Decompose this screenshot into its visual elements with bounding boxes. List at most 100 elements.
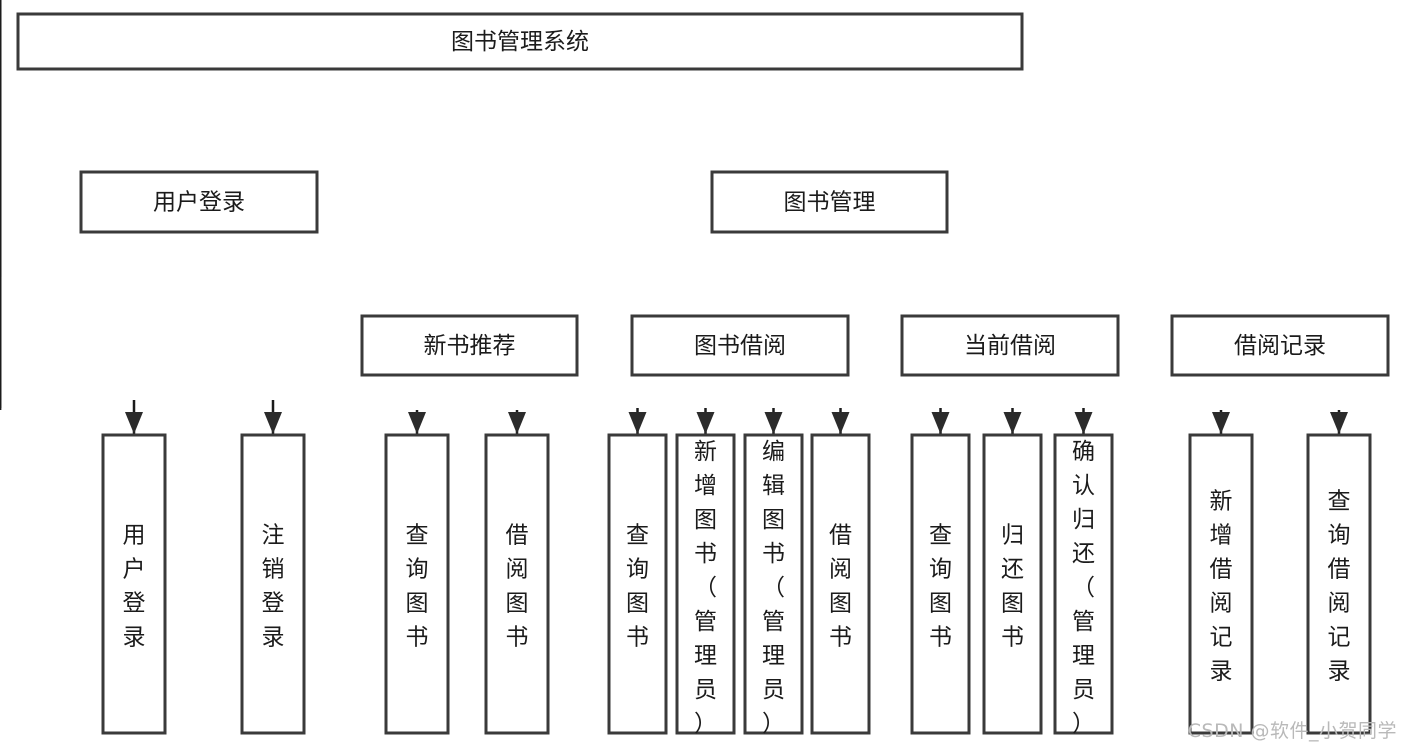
node-label-char: 图 xyxy=(694,507,717,533)
node-box xyxy=(360,314,579,377)
diagram-nodes: 图书管理系统用户登录图书管理新书推荐图书借阅当前借阅借阅记录用户登录注销登录查询… xyxy=(16,12,1390,737)
node-label-char: 图 xyxy=(626,591,649,617)
node-label: 图书管理 xyxy=(784,190,876,216)
node-label-char: 阅 xyxy=(829,557,852,583)
arrow-head-icon xyxy=(931,412,950,434)
node-label-char: ） xyxy=(694,711,717,737)
node-label-char: 新 xyxy=(1210,489,1233,515)
arrow-head-icon xyxy=(831,412,850,434)
node-box xyxy=(384,433,450,735)
node-leaf-user-login[interactable]: 用户登录 xyxy=(101,433,167,735)
node-user-login[interactable]: 用户登录 xyxy=(79,170,319,234)
connector-edges xyxy=(0,0,1348,434)
node-label-char: 图 xyxy=(506,591,529,617)
arrow-head-icon xyxy=(508,412,526,434)
node-box xyxy=(16,12,1024,71)
arrow-head-icon xyxy=(1330,412,1348,434)
node-box xyxy=(1188,433,1254,735)
node-label-char: 编 xyxy=(762,439,785,465)
node-label-char: 增 xyxy=(1210,523,1233,549)
node-label-char: 借 xyxy=(829,523,852,549)
node-label-char: 理 xyxy=(762,643,785,669)
node-box xyxy=(710,170,949,234)
node-label-char: 录 xyxy=(262,625,285,651)
node-label-char: 图 xyxy=(829,591,852,617)
node-label-char: 管 xyxy=(694,609,717,635)
node-label-char: 注 xyxy=(262,523,285,549)
node-box xyxy=(982,433,1043,735)
node-label-char: 图 xyxy=(1001,591,1024,617)
node-label-char: 查 xyxy=(406,523,429,549)
node-box xyxy=(910,433,971,735)
node-box xyxy=(1170,314,1390,377)
node-box xyxy=(484,433,550,735)
node-label-char: 图 xyxy=(406,591,429,617)
node-label-char: 记 xyxy=(1210,625,1233,651)
node-box xyxy=(630,314,850,377)
node-label-char: 录 xyxy=(123,625,146,651)
node-current-borrow[interactable]: 当前借阅 xyxy=(900,314,1120,377)
node-label-char: 归 xyxy=(1072,507,1095,533)
node-label-char: 确 xyxy=(1072,439,1095,465)
node-box xyxy=(607,433,668,735)
node-new-book-recommend[interactable]: 新书推荐 xyxy=(360,314,579,377)
node-label-char: 询 xyxy=(929,557,952,583)
node-label-char: 认 xyxy=(1072,473,1095,499)
node-label-char: 登 xyxy=(123,591,146,617)
node-borrow-record[interactable]: 借阅记录 xyxy=(1170,314,1390,377)
node-label-char: （ xyxy=(762,575,785,601)
node-label-char: 录 xyxy=(1210,659,1233,685)
node-root[interactable]: 图书管理系统 xyxy=(16,12,1024,71)
node-label-char: （ xyxy=(1072,575,1095,601)
node-box xyxy=(1053,433,1114,735)
node-label-char: 询 xyxy=(626,557,649,583)
node-label-char: 理 xyxy=(694,643,717,669)
node-label: 新书推荐 xyxy=(424,333,516,359)
node-label-char: 阅 xyxy=(506,557,529,583)
node-box xyxy=(240,433,306,735)
arrow-head-icon xyxy=(696,412,715,434)
node-label-char: 员 xyxy=(762,677,785,703)
node-label-char: 员 xyxy=(694,677,717,703)
arrow-head-icon xyxy=(764,412,783,434)
node-box xyxy=(101,433,167,735)
node-label: 当前借阅 xyxy=(964,333,1056,359)
arrow-head-icon xyxy=(1074,412,1093,434)
node-book-manage[interactable]: 图书管理 xyxy=(710,170,949,234)
node-box xyxy=(79,170,319,234)
node-box xyxy=(900,314,1120,377)
node-label-char: 归 xyxy=(1001,523,1024,549)
node-label-char: 查 xyxy=(929,523,952,549)
node-label-char: 图 xyxy=(929,591,952,617)
arrow-head-icon xyxy=(264,412,282,434)
arrow-head-icon xyxy=(125,412,143,434)
node-label-char: ） xyxy=(762,711,785,737)
node-label-char: 户 xyxy=(123,557,146,583)
node-label: 用户登录 xyxy=(153,190,245,216)
node-label-char: 借 xyxy=(1328,557,1351,583)
node-label-char: 书 xyxy=(829,625,852,651)
node-label-char: 增 xyxy=(694,473,717,499)
node-label-char: 记 xyxy=(1328,625,1351,651)
node-label-char: 录 xyxy=(1328,659,1351,685)
node-label-char: 管 xyxy=(762,609,785,635)
node-label-char: 书 xyxy=(506,625,529,651)
node-book-borrow[interactable]: 图书借阅 xyxy=(630,314,850,377)
node-label-char: 登 xyxy=(262,591,285,617)
node-label-char: 用 xyxy=(123,523,146,549)
node-label-char: 询 xyxy=(406,557,429,583)
node-label-char: 员 xyxy=(1072,677,1095,703)
